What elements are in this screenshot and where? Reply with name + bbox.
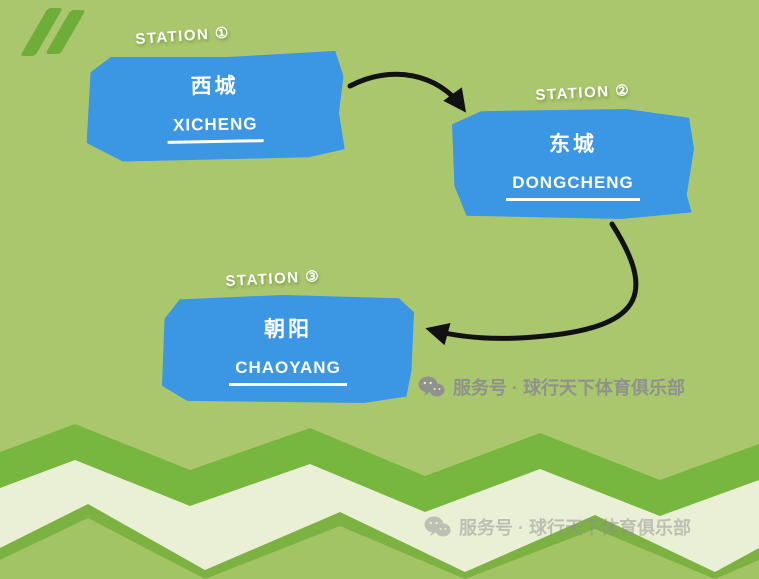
quote-marks bbox=[20, 8, 86, 56]
watermark-text: 服务号 · 球行天下体育俱乐部 bbox=[453, 378, 685, 398]
station-name-en: CHAOYANG bbox=[229, 358, 347, 386]
station-name-cn: 东城 bbox=[549, 132, 597, 156]
station-name-cn: 朝阳 bbox=[264, 317, 312, 341]
watermark: 服务号 · 球行天下体育俱乐部 bbox=[418, 374, 685, 400]
station-name-en: DONGCHENG bbox=[506, 173, 640, 201]
watermark-text: 服务号 · 球行天下体育俱乐部 bbox=[459, 518, 691, 538]
station-label: STATION ② bbox=[535, 82, 631, 104]
station-label: STATION ① bbox=[134, 24, 231, 48]
wechat-icon bbox=[418, 376, 445, 397]
station-box: 东城 DONGCHENG bbox=[452, 109, 694, 219]
station-group-xicheng: STATION ① 西城 XICHENG bbox=[85, 24, 345, 162]
arrow-station1-to-station2 bbox=[347, 71, 467, 113]
wechat-icon bbox=[424, 516, 451, 537]
station-name-en: XICHENG bbox=[167, 114, 264, 144]
arrow-station2-to-station3 bbox=[425, 221, 639, 346]
station-group-dongcheng: STATION ② 东城 DONGCHENG bbox=[452, 82, 694, 219]
station-group-chaoyang: STATION ③ 朝阳 CHAOYANG bbox=[162, 268, 414, 403]
station-box: 朝阳 CHAOYANG bbox=[162, 295, 414, 403]
station-name-cn: 西城 bbox=[190, 74, 239, 99]
station-label: STATION ③ bbox=[225, 268, 321, 290]
station-box: 西城 XICHENG bbox=[85, 51, 345, 162]
watermark: 服务号 · 球行天下体育俱乐部 bbox=[424, 514, 691, 540]
